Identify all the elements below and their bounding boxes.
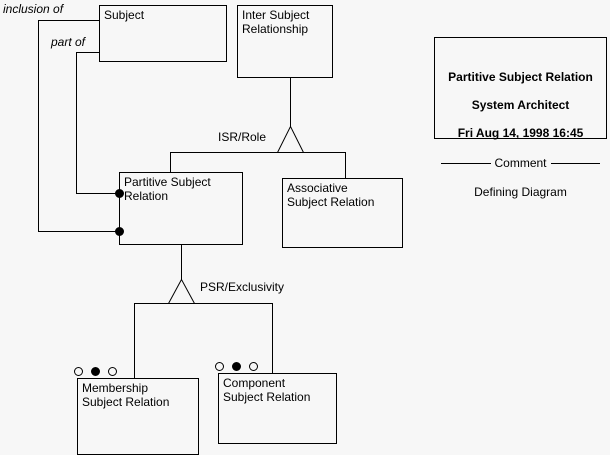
title-block-line2: System Architect (471, 98, 570, 112)
title-block-divider: Comment (441, 156, 600, 170)
connector-part-of-bottom (76, 193, 121, 194)
label-isr-role: ISR/Role (217, 130, 268, 144)
constraint-marker-csr-right[interactable] (249, 362, 258, 371)
connector-psr-to-csr (272, 303, 273, 374)
class-box-membership-subject-relation[interactable]: Membership Subject Relation (77, 378, 199, 455)
label-psr-exclusivity: PSR/Exclusivity (199, 280, 286, 294)
connector-isr-to-asr (345, 152, 346, 179)
class-box-subject[interactable]: Subject (99, 5, 227, 62)
aggregation-marker-part-of[interactable] (115, 189, 124, 198)
connector-inclusion-of-top (38, 20, 99, 21)
title-block: Partitive Subject Relation System Archit… (434, 37, 607, 199)
title-block-divider-label: Comment (494, 156, 547, 170)
connector-part-of-left (76, 52, 77, 194)
constraint-marker-csr-center[interactable] (232, 362, 241, 371)
generalization-triangle-isr-role (276, 125, 305, 153)
connector-inclusion-of-left (38, 20, 39, 231)
title-block-line1: Partitive Subject Relation (448, 70, 593, 84)
title-block-comment: Defining Diagram (474, 185, 567, 199)
class-box-component-subject-relation[interactable]: Component Subject Relation (218, 373, 337, 444)
title-block-inner: Partitive Subject Relation System Archit… (435, 52, 606, 219)
constraint-marker-msr-center[interactable] (91, 367, 100, 376)
class-box-inter-subject-relationship[interactable]: Inter Subject Relationship (237, 5, 333, 78)
title-block-line3: Fri Aug 14, 1998 16:45 (457, 126, 584, 140)
label-part-of: part of (50, 35, 87, 49)
label-inclusion-of: inclusion of (2, 2, 65, 16)
connector-psr-stem (181, 245, 182, 281)
constraint-marker-csr-left[interactable] (215, 362, 224, 371)
constraint-marker-msr-right[interactable] (108, 367, 117, 376)
connector-isr-bar (170, 152, 345, 153)
class-box-associative-subject-relation[interactable]: Associative Subject Relation (282, 178, 403, 248)
connector-part-of-top (76, 52, 99, 53)
connector-psr-bar (134, 303, 273, 304)
connector-isr-stem (290, 78, 291, 128)
class-box-partitive-subject-relation[interactable]: Partitive Subject Relation (119, 172, 243, 245)
connector-psr-to-msr (134, 303, 135, 379)
connector-isr-to-psr (170, 152, 171, 173)
generalization-triangle-psr-exclusivity (167, 278, 196, 304)
constraint-marker-msr-left[interactable] (74, 367, 83, 376)
aggregation-marker-inclusion-of[interactable] (115, 227, 124, 236)
connector-inclusion-of-bottom (38, 231, 121, 232)
